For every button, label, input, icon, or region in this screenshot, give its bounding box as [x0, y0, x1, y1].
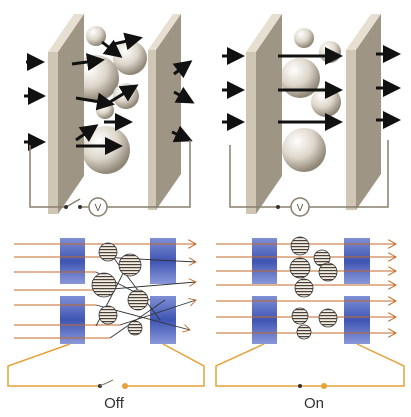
circuit-wire [229, 140, 389, 208]
particle-spheres [280, 28, 341, 172]
arrow-icon [24, 32, 195, 155]
circuit-wire [215, 343, 405, 387]
switch-icon [98, 379, 128, 389]
circuit-wire [7, 343, 205, 387]
switch-icon [64, 205, 82, 209]
voltmeter-icon: V [88, 197, 108, 217]
panel-top-right: V [222, 14, 401, 217]
panel-top-left: V [24, 14, 195, 217]
voltmeter-icon: V [290, 197, 310, 217]
right-plate [346, 14, 381, 210]
particle-spheres [91, 242, 149, 336]
switch-icon [298, 383, 327, 389]
arrow-icon [222, 45, 401, 131]
left-plate [48, 14, 84, 214]
voltmeter-symbol: V [297, 203, 304, 214]
right-plate [148, 14, 181, 210]
voltmeter-symbol: V [95, 203, 102, 214]
left-plate [246, 14, 282, 214]
panel-bottom-left: Off [7, 238, 205, 412]
off-label: Off [104, 395, 125, 412]
on-label: On [304, 395, 324, 412]
switch-icon [276, 205, 280, 209]
blue-block [252, 238, 370, 344]
panel-bottom-right: On [215, 236, 405, 412]
particle-spheres [289, 236, 338, 340]
circuit-wire [29, 140, 191, 208]
blue-block [60, 238, 176, 344]
